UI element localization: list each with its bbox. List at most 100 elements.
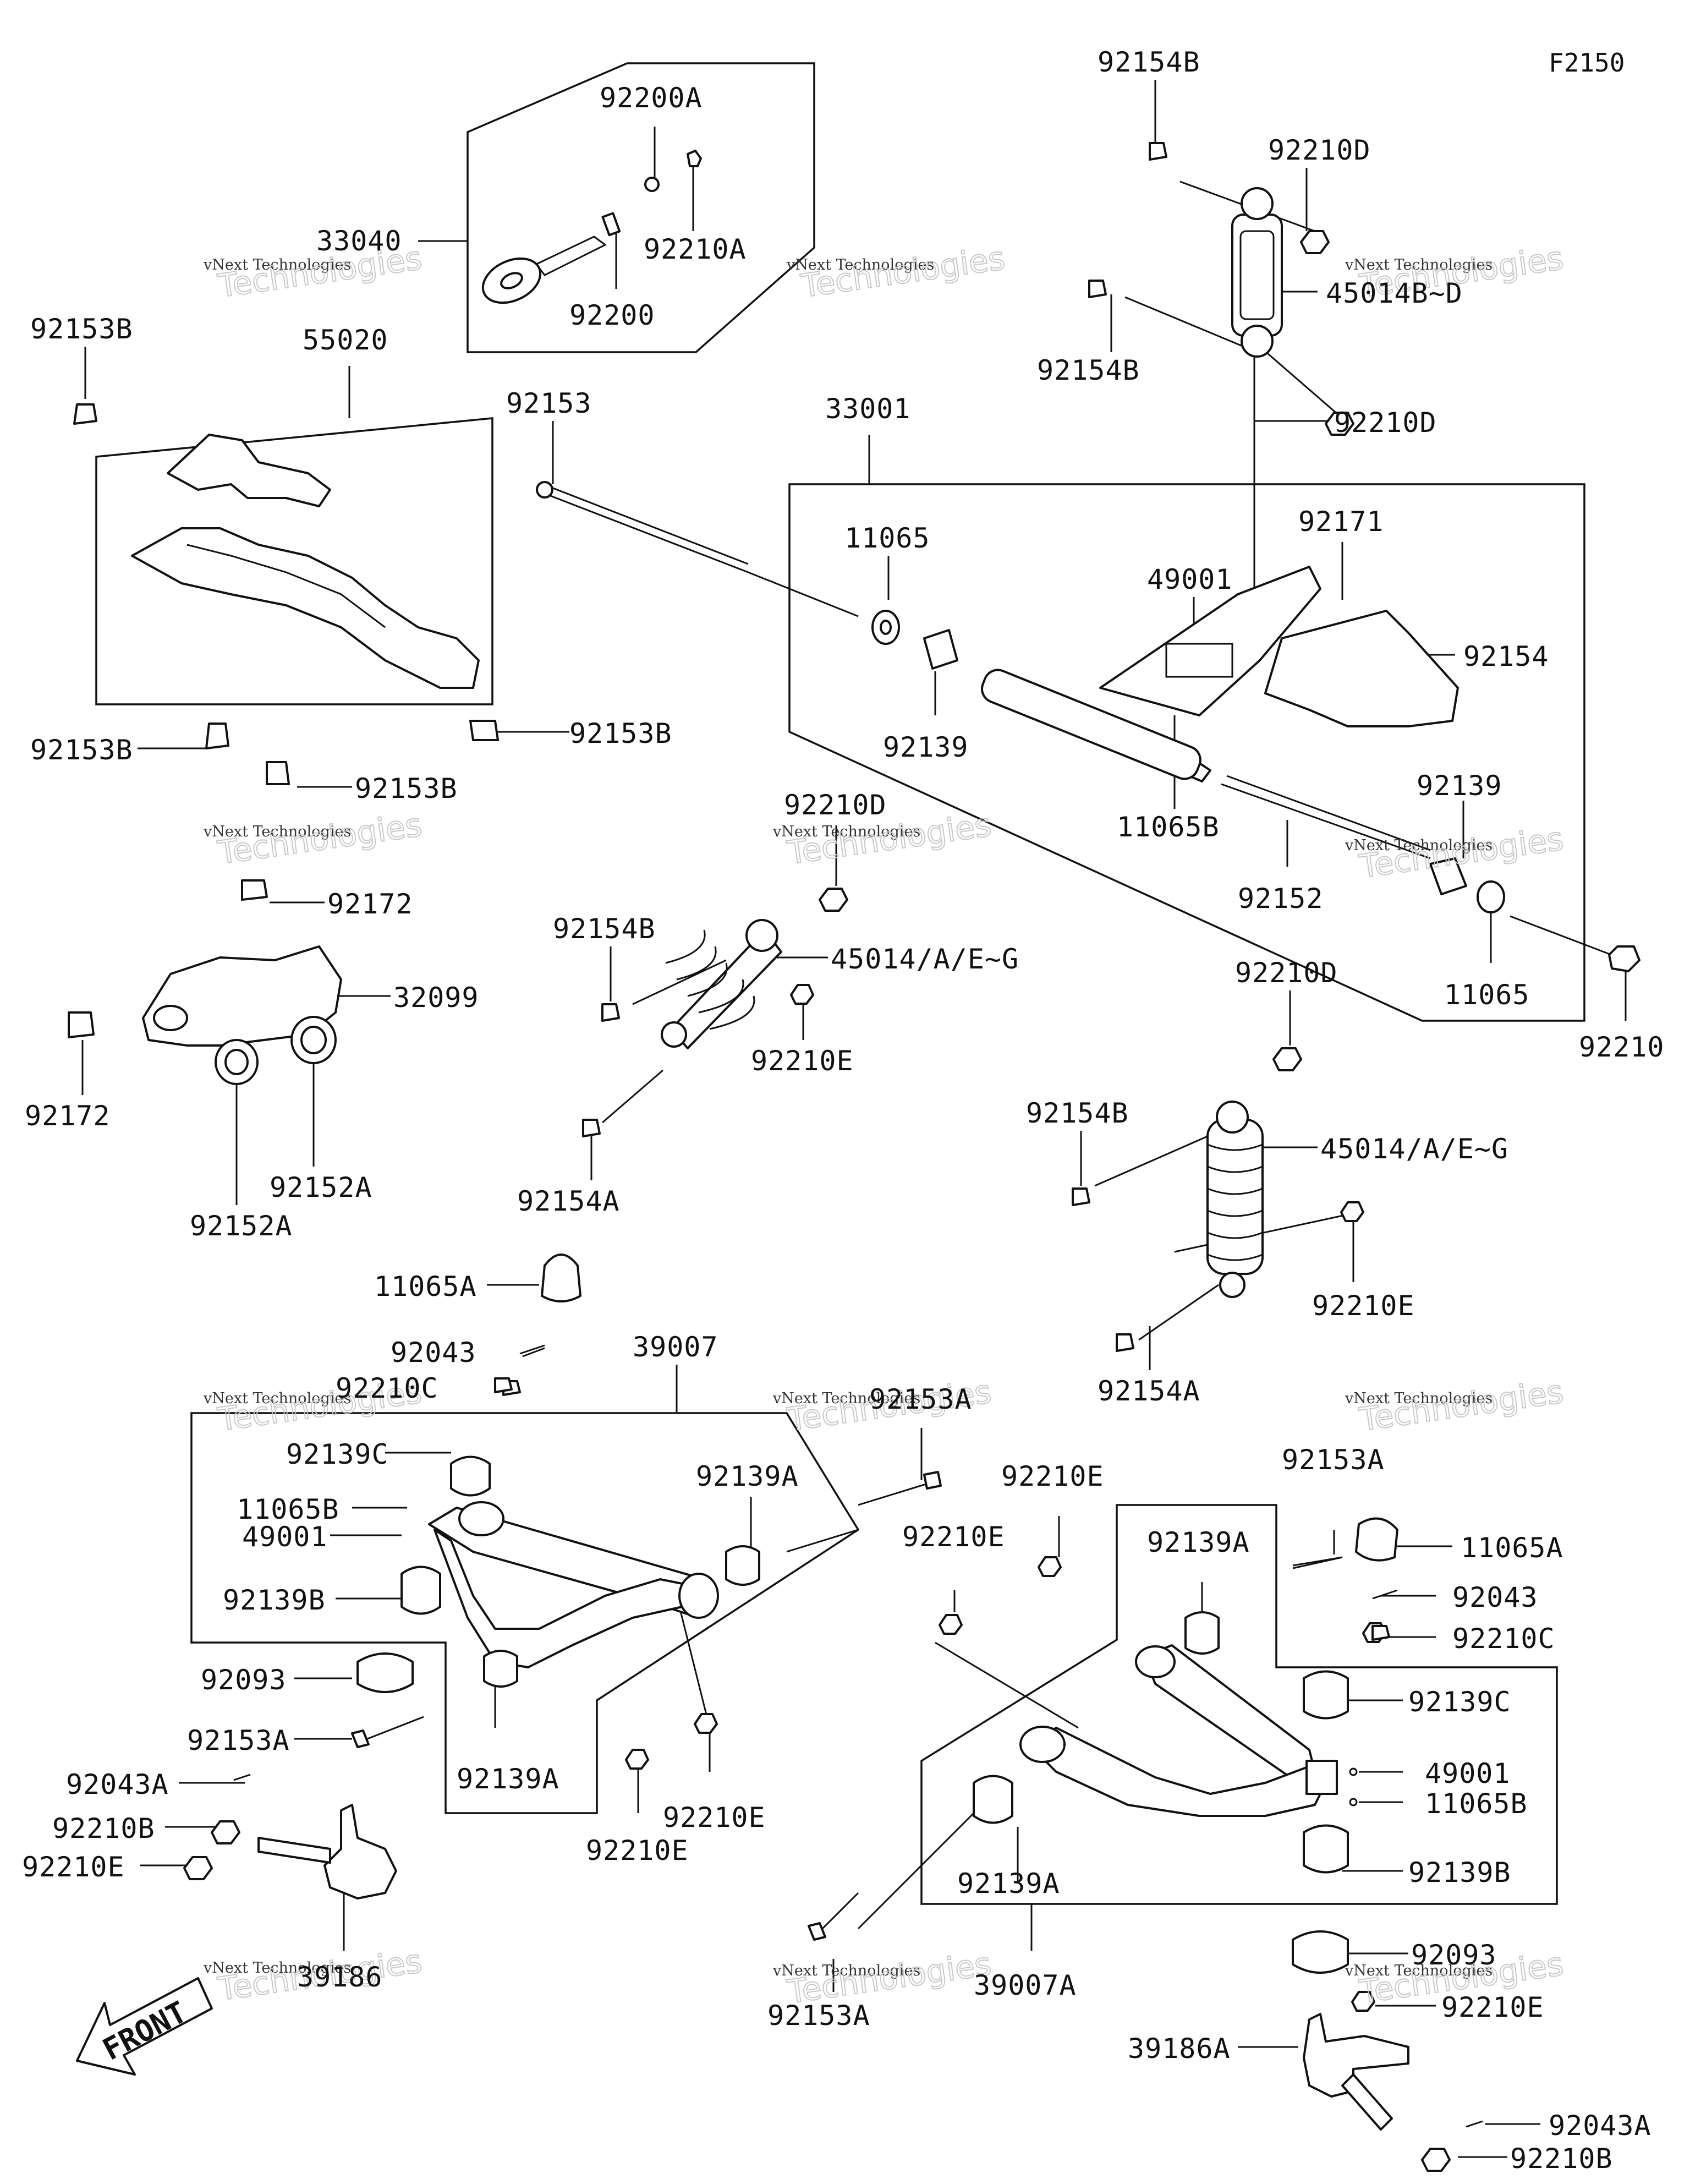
svg-text:vNext Technologies: vNext Technologies <box>1345 256 1493 273</box>
part-label: 92210D <box>1268 134 1371 166</box>
svg-text:vNext Technologies: vNext Technologies <box>772 1962 920 1979</box>
part-label: 92139B <box>1408 1857 1511 1889</box>
part-label: 49001 <box>1147 563 1233 595</box>
part-label: 92043A <box>1549 2110 1651 2142</box>
part-spindle-left <box>183 1774 397 1900</box>
svg-text:vNext Technologies: vNext Technologies <box>786 256 934 273</box>
part-spindle-right <box>1292 1930 1483 2172</box>
part-label: 11065B <box>1425 1788 1528 1820</box>
part-label: 92210B <box>52 1813 155 1844</box>
part-label: 92210D <box>1235 957 1338 989</box>
part-label: 92153 <box>506 387 592 419</box>
part-bolt-1 <box>73 403 97 425</box>
part-bracket <box>68 879 342 1085</box>
part-label: 11065 <box>844 522 930 554</box>
part-label: 92152A <box>270 1172 372 1203</box>
part-clip-92210C <box>494 1377 513 1393</box>
part-label: 92139C <box>1408 1686 1511 1718</box>
part-label: 92043 <box>1452 1581 1538 1613</box>
part-labels: 92154B 92210D 45014B~D 92154B 92210D 922… <box>22 46 1665 2175</box>
part-label: 92210 <box>1579 1031 1665 1063</box>
part-label: 92154B <box>1026 1097 1129 1129</box>
part-label: 92200 <box>569 299 655 331</box>
part-label: 92153A <box>1282 1444 1385 1476</box>
part-label: 92210E <box>1001 1460 1104 1492</box>
part-label: 92043 <box>391 1337 476 1369</box>
front-arrow-icon: FRONT <box>76 1977 213 2076</box>
svg-text:vNext Technologies: vNext Technologies <box>203 256 351 273</box>
part-label: 92152A <box>190 1210 293 1242</box>
svg-text:vNext Technologies: vNext Technologies <box>203 823 351 840</box>
part-label: 92139A <box>457 1763 559 1795</box>
part-label: 11065B <box>237 1493 339 1525</box>
part-label: 49001 <box>242 1521 328 1553</box>
part-label: 92154A <box>1098 1375 1200 1407</box>
part-shock-left <box>582 888 848 1137</box>
svg-text:vNext Technologies: vNext Technologies <box>1345 1962 1493 1979</box>
svg-text:Technologies: Technologies <box>798 239 1007 305</box>
part-label: 92153A <box>187 1725 290 1756</box>
part-label: 11065A <box>1461 1532 1563 1564</box>
part-label: 92172 <box>327 888 413 920</box>
part-label: 92171 <box>1298 506 1384 538</box>
part-washers <box>871 610 1505 913</box>
part-label: 39186 <box>297 1961 383 1993</box>
part-label: 92139 <box>1417 770 1502 802</box>
part-swing-arm <box>981 566 1640 972</box>
part-label: 92210B <box>1510 2143 1613 2175</box>
part-label: 45014/A/E~G <box>831 943 1019 975</box>
part-label: 92154B <box>553 913 656 945</box>
part-label: 33001 <box>825 393 911 425</box>
watermarks: vNext Technologies Technologies vNext Te… <box>203 239 1566 2011</box>
part-label: 92154B <box>1098 46 1200 78</box>
svg-text:vNext Technologies: vNext Technologies <box>203 1390 351 1407</box>
box-55020 <box>95 417 493 705</box>
part-label: 92210A <box>644 233 747 265</box>
part-label: 39007 <box>633 1331 718 1363</box>
part-label: 92043A <box>66 1769 169 1800</box>
part-eye-bolt <box>481 150 702 304</box>
part-label: 92210C <box>1452 1623 1555 1655</box>
part-label: 92210C <box>336 1372 438 1404</box>
part-label: 92154B <box>1037 354 1140 386</box>
part-bolt-2 <box>205 722 229 749</box>
part-label: 55020 <box>303 324 388 356</box>
part-label: 92153B <box>569 718 672 749</box>
part-label: 92210E <box>902 1521 1005 1553</box>
part-bolt-3 <box>469 720 499 741</box>
svg-text:vNext Technologies: vNext Technologies <box>1345 837 1493 854</box>
part-label: 92154A <box>517 1185 620 1217</box>
part-guard <box>131 434 480 689</box>
part-label: 92210E <box>1312 1290 1415 1322</box>
part-label: 92210D <box>1334 407 1437 439</box>
part-label: 49001 <box>1425 1758 1511 1789</box>
part-label: 92093 <box>1411 1939 1497 1971</box>
watermark: vNext Technologies Technologies <box>203 806 425 872</box>
box-33001 <box>788 483 1585 1022</box>
svg-text:vNext Technologies: vNext Technologies <box>772 1390 920 1407</box>
diagram-ref-code: F2150 <box>1549 48 1625 78</box>
part-label: 92210E <box>663 1802 766 1833</box>
part-label: 92172 <box>25 1100 111 1132</box>
svg-text:Technologies: Technologies <box>215 806 424 872</box>
svg-text:vNext Technologies: vNext Technologies <box>203 1959 351 1977</box>
part-label: 92153B <box>30 734 133 766</box>
part-bolt-4 <box>266 761 290 785</box>
watermark: vNext Technologies Technologies <box>786 239 1008 305</box>
box-39007A <box>920 1504 1558 1905</box>
part-label: 92153A <box>869 1383 972 1415</box>
part-label: 92139A <box>1147 1526 1250 1558</box>
part-label: 92139C <box>286 1438 389 1470</box>
part-label: 39186A <box>1128 2033 1231 2065</box>
part-label: 92210E <box>586 1835 689 1866</box>
part-label: 92153A <box>767 2000 870 2032</box>
svg-text:vNext Technologies: vNext Technologies <box>772 823 920 840</box>
part-long-bolt <box>536 481 749 573</box>
part-label: 92210E <box>22 1851 125 1883</box>
part-a-arm-right <box>808 1556 1386 1941</box>
part-label: 92139B <box>223 1584 326 1616</box>
part-label: 32099 <box>393 982 479 1014</box>
part-shock-top <box>1088 142 1354 436</box>
part-caps <box>522 1254 1398 1600</box>
